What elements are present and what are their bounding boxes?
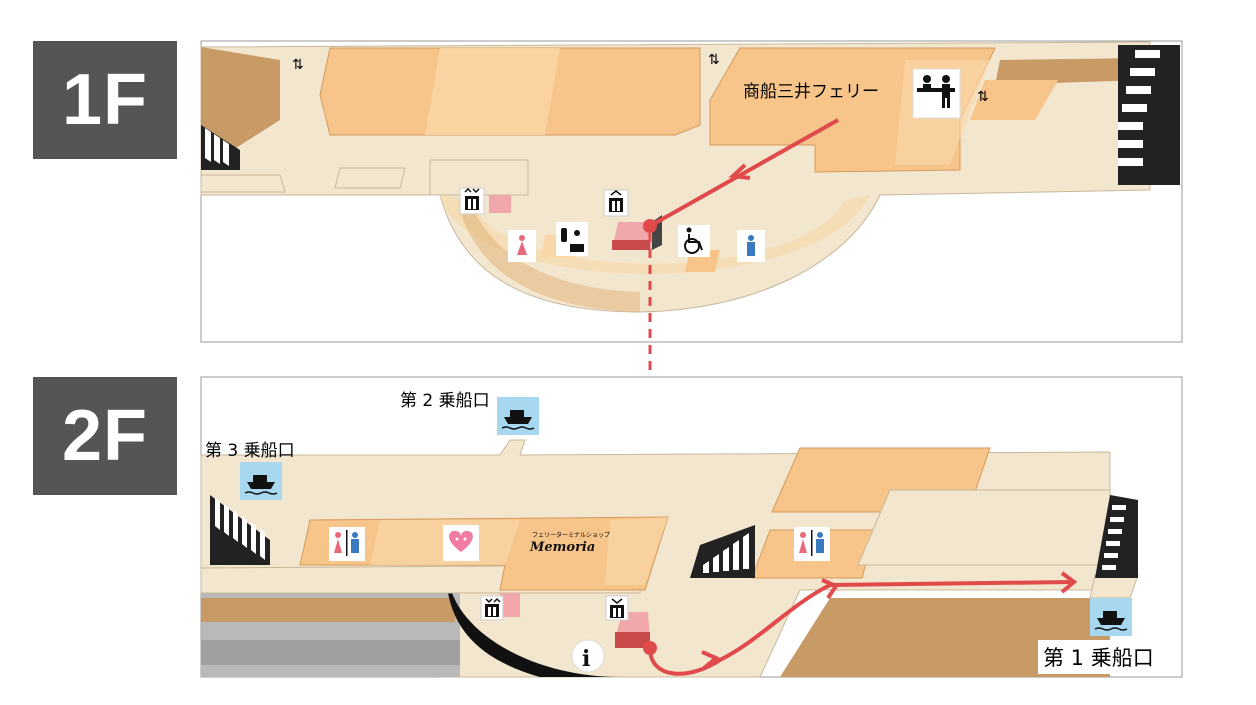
ramp-edge — [448, 593, 620, 677]
elevator-shaft-left — [489, 195, 511, 213]
block — [429, 159, 529, 196]
stairs — [201, 125, 240, 170]
wall-block — [995, 58, 1145, 85]
gate-1-label-bg — [1038, 640, 1180, 674]
shop-name: Memoria — [529, 540, 595, 555]
room-block — [970, 80, 1058, 120]
stairs — [1118, 45, 1180, 185]
block — [1089, 574, 1139, 599]
floor-badge-1f: 1F — [33, 41, 177, 159]
escalator-icon: ⇅ — [708, 52, 720, 68]
escalator-icon: ⇅ — [292, 57, 304, 73]
restroom-icon — [329, 527, 365, 561]
stairs — [690, 525, 755, 578]
wall-block — [201, 598, 455, 622]
gate-3-label: 第 3 乗船口 — [205, 441, 295, 461]
elevator-icon — [459, 187, 485, 215]
route-2f — [643, 571, 1078, 676]
stairs — [210, 495, 270, 565]
kids-room-icon — [443, 525, 479, 561]
information-icon: i — [571, 639, 605, 673]
block — [334, 167, 406, 189]
baby-care-icon — [556, 222, 588, 256]
room-highlight — [425, 48, 560, 135]
curved-band — [460, 200, 640, 312]
wheelchair-icon — [678, 225, 710, 257]
stairs — [1095, 495, 1138, 578]
gate-2-label: 第 2 乗船口 — [400, 391, 490, 411]
elevator-icon — [603, 189, 629, 217]
ticket-counter-icon — [912, 68, 961, 119]
floor-2-map: 第 2 乗船口 第 3 乗船口 第 1 乗船口 — [200, 376, 1183, 678]
men-restroom-icon — [737, 230, 765, 262]
shop-subtitle: フェリーターミナルショップ — [532, 531, 610, 539]
elevator-icon — [605, 595, 629, 621]
women-restroom-icon — [508, 230, 536, 262]
wall-block — [780, 598, 1110, 677]
escalator-icon: ⇅ — [977, 89, 989, 105]
gate-1-label: 第 1 乗船口 — [1043, 646, 1154, 670]
block — [200, 174, 286, 193]
ferry-counter-label: 商船三井フェリー — [743, 82, 879, 102]
ferry-icon — [240, 462, 282, 500]
road-lane — [201, 640, 460, 665]
elevator-icon — [480, 595, 504, 621]
route-1f — [643, 118, 839, 233]
ferry-icon — [497, 397, 539, 435]
block — [857, 489, 1111, 566]
svg-text:i: i — [582, 646, 590, 672]
floor-1-map: ⇅ ⇅ ⇅ 商船三井フェリー — [200, 40, 1183, 343]
floor-badge-2f: 2F — [33, 377, 177, 495]
elevator-shaft-left — [500, 593, 520, 617]
restroom-icon — [794, 527, 830, 561]
ferry-icon — [1090, 598, 1132, 636]
room-highlight — [605, 517, 668, 585]
